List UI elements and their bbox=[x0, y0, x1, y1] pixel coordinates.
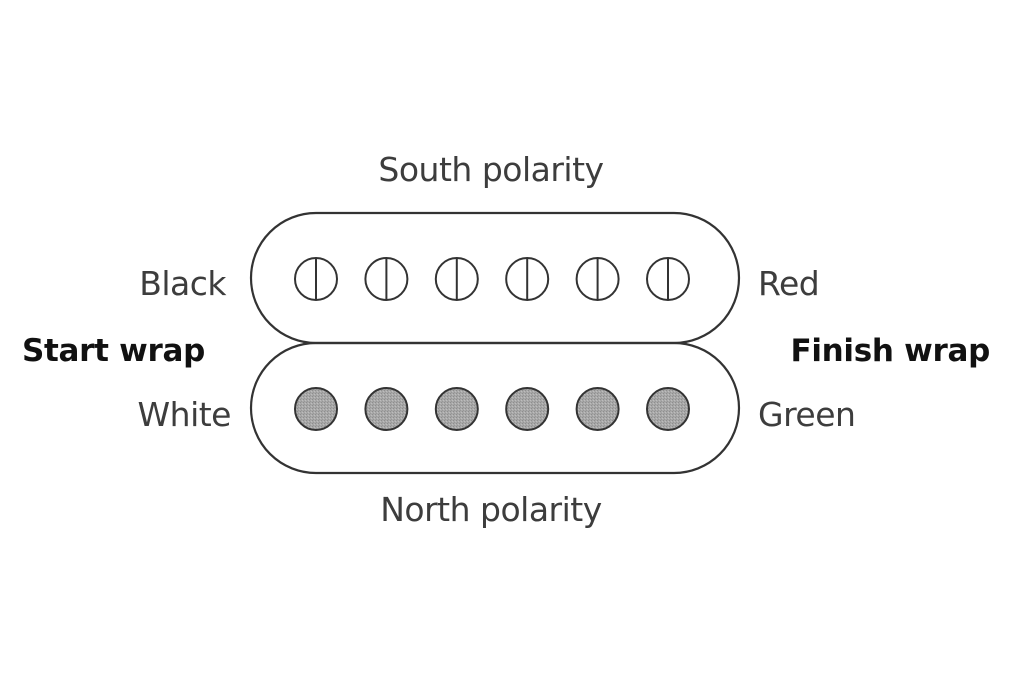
green-wire-label: Green bbox=[758, 395, 856, 434]
bottom-pole-1 bbox=[294, 387, 338, 431]
bottom-coil-bobbin bbox=[249, 341, 741, 475]
bottom-pole-6 bbox=[646, 387, 690, 431]
bottom-pole-4 bbox=[505, 387, 550, 431]
bottom-pole-2 bbox=[364, 387, 409, 431]
bottom-pole-pieces bbox=[294, 387, 690, 431]
start-wrap-label: Start wrap bbox=[22, 333, 206, 369]
black-wire-label: Black bbox=[139, 264, 226, 303]
finish-wrap-label: Finish wrap bbox=[790, 333, 990, 369]
bottom-pole-3 bbox=[434, 387, 479, 431]
south-polarity-label: South polarity bbox=[378, 150, 604, 189]
bottom-pole-5 bbox=[575, 387, 620, 431]
top-pole-pieces bbox=[294, 257, 690, 301]
north-polarity-label: North polarity bbox=[380, 490, 602, 529]
red-wire-label: Red bbox=[758, 264, 820, 303]
white-wire-label: White bbox=[137, 395, 232, 434]
